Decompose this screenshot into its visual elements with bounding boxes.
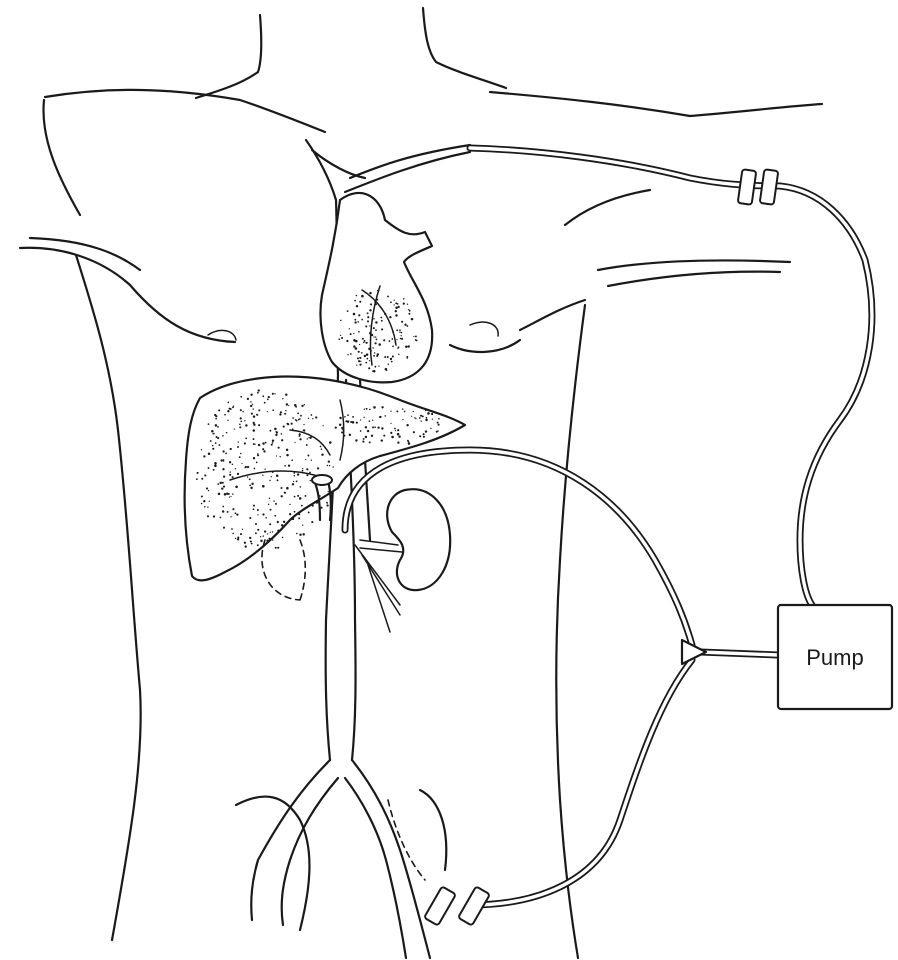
tube-femoral — [470, 660, 692, 905]
tube-upper — [470, 148, 872, 605]
tube-hepatic — [345, 450, 692, 645]
tube-pump-connector — [682, 640, 778, 664]
clamp-lower — [424, 886, 490, 925]
pump: Pump — [778, 605, 892, 709]
torso-outline — [20, 8, 822, 958]
pump-label: Pump — [806, 645, 863, 670]
heart — [320, 193, 432, 382]
